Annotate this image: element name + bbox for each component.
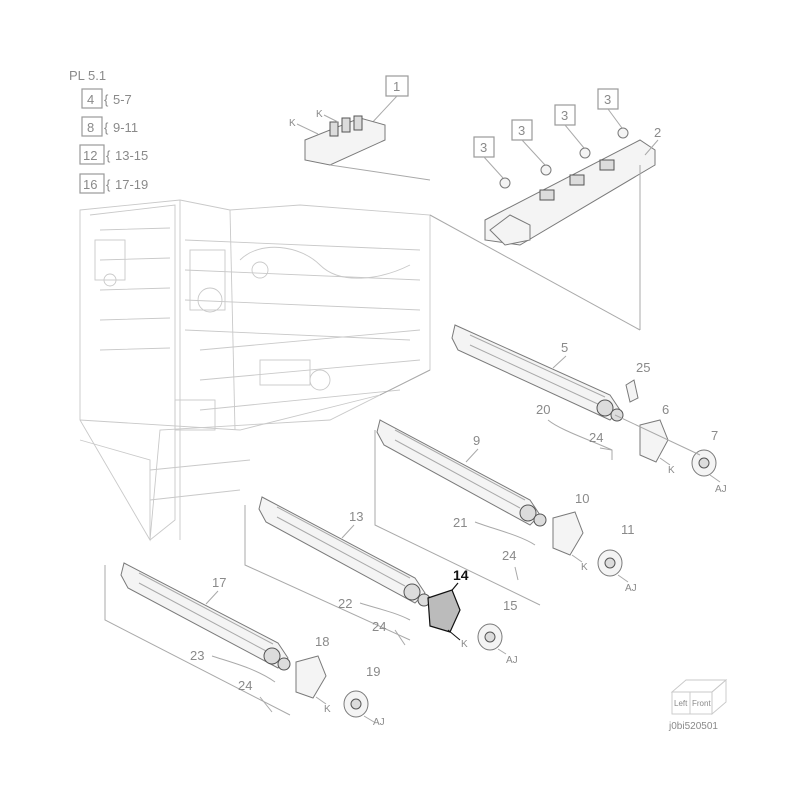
brace-icon: { xyxy=(104,120,109,135)
callout-2: 2 xyxy=(654,125,661,140)
callout-10: 10 xyxy=(575,491,589,506)
tag-aj-2: AJ xyxy=(625,583,637,594)
callout-13: 13 xyxy=(349,509,363,524)
image-code: j0bi520501 xyxy=(668,721,718,732)
callout-19: 19 xyxy=(366,664,380,679)
screw-icon xyxy=(579,147,591,159)
screw-icon xyxy=(540,164,552,176)
tag-aj-3: AJ xyxy=(506,655,518,666)
orientation-cube-icon: Left Front xyxy=(670,679,728,715)
plate-ref-range-2: 9-11 xyxy=(113,120,138,135)
callout-20: 20 xyxy=(536,402,550,417)
ref-box-3c-label: 3 xyxy=(561,108,568,123)
callout-24-c: 24 xyxy=(372,619,386,634)
callout-18: 18 xyxy=(315,634,329,649)
part-1-connector-bracket: 1 K K xyxy=(289,75,431,181)
callout-24-d: 24 xyxy=(238,678,252,693)
plate-ref-box-3-label: 12 xyxy=(83,148,97,163)
plate-reference-panel: PL 5.1 4 { 5-7 8 { 9-11 12 { 13-15 16 { … xyxy=(69,68,148,194)
tag-aj-1: AJ xyxy=(715,484,727,495)
callout-5: 5 xyxy=(561,340,568,355)
machine-frame xyxy=(79,199,431,542)
callout-15: 15 xyxy=(503,598,517,613)
plate-ref-range-4: 17-19 xyxy=(115,177,148,192)
tag-k-top-2: K xyxy=(316,109,323,120)
screw-icon xyxy=(499,177,511,189)
cube-front-label: Front xyxy=(692,699,711,708)
tag-k-1: K xyxy=(668,465,675,476)
callout-7: 7 xyxy=(711,428,718,443)
callout-22: 22 xyxy=(338,596,352,611)
drum-unit-9: 9 21 24 10 K 11 AJ xyxy=(374,419,637,606)
brace-icon: { xyxy=(106,148,111,163)
callout-11: 11 xyxy=(621,522,635,537)
callout-23: 23 xyxy=(190,648,204,663)
drum-unit-13: 13 22 24 14 K 15 AJ xyxy=(244,496,518,666)
tag-aj-4: AJ xyxy=(373,717,385,728)
tag-k-4: K xyxy=(324,704,331,715)
callout-17: 17 xyxy=(212,575,226,590)
drum-unit-5: 5 25 20 24 6 K 7 AJ xyxy=(379,324,727,495)
tag-k-3: K xyxy=(461,639,468,650)
ref-box-1-label: 1 xyxy=(393,79,400,94)
plate-ref-box-2 xyxy=(81,116,103,137)
part-2-rail-assembly: 2 3 3 3 3 xyxy=(429,88,661,331)
plate-ref-box-4-label: 16 xyxy=(83,177,97,192)
plate-label: PL 5.1 xyxy=(69,68,106,83)
brace-icon: { xyxy=(104,92,109,107)
callout-21: 21 xyxy=(453,515,467,530)
callout-25: 25 xyxy=(636,360,650,375)
plate-ref-box-1-label: 4 xyxy=(87,92,94,107)
callout-24-b: 24 xyxy=(502,548,516,563)
plate-ref-box-3 xyxy=(79,144,105,165)
highlighted-part-14 xyxy=(427,589,461,633)
ref-box-3b-label: 3 xyxy=(518,123,525,138)
callout-9: 9 xyxy=(473,433,480,448)
plate-ref-box-1 xyxy=(81,88,103,109)
plate-ref-range-3: 13-15 xyxy=(115,148,148,163)
callout-14: 14 xyxy=(453,567,469,583)
ref-box-3d-label: 3 xyxy=(604,92,611,107)
cube-left-label: Left xyxy=(674,699,688,708)
callout-6: 6 xyxy=(662,402,669,417)
brace-icon: { xyxy=(106,177,111,192)
plate-ref-box-4 xyxy=(79,173,105,194)
callout-24-a: 24 xyxy=(589,430,603,445)
plate-ref-box-2-label: 8 xyxy=(87,120,94,135)
tag-k-top-1: K xyxy=(289,118,296,129)
ref-box-3a-label: 3 xyxy=(480,140,487,155)
screw-icon xyxy=(617,127,629,139)
drum-unit-17: 17 23 24 18 K 19 AJ xyxy=(104,562,385,728)
tag-k-2: K xyxy=(581,562,588,573)
plate-ref-range-1: 5-7 xyxy=(113,92,132,107)
